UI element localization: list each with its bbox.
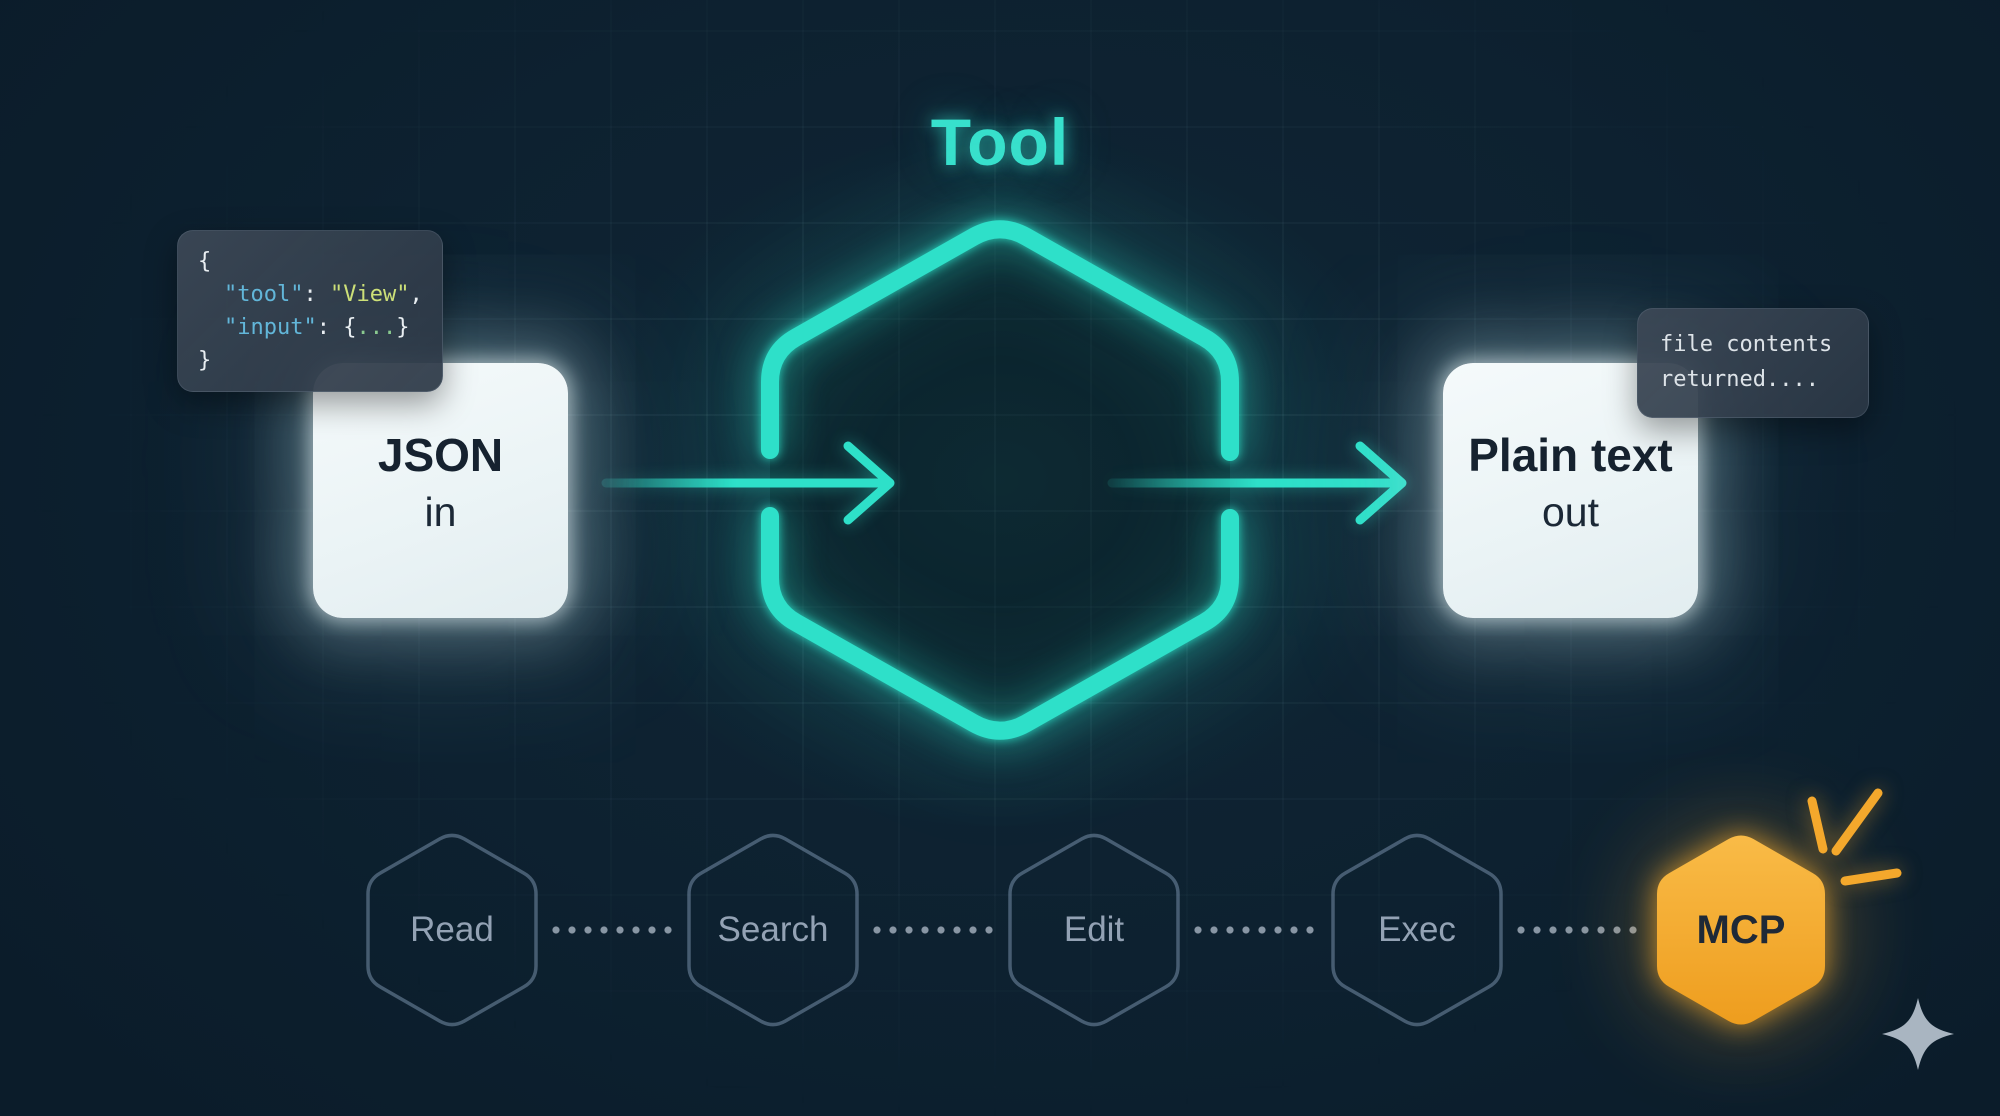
pipeline-node-mcp-label: MCP — [1696, 907, 1786, 952]
code-line-4: } — [198, 348, 212, 373]
pipeline-node-search-label: Search — [717, 910, 829, 949]
pipeline-node-read: Read — [356, 828, 548, 1032]
tool-call-code-tooltip: { "tool": "View", "input": {...} } — [177, 230, 443, 392]
tool-result-tooltip: file contents returned.... — [1637, 308, 1869, 418]
pipeline-node-edit: Edit — [998, 828, 1190, 1032]
output-arrow — [1107, 441, 1407, 525]
json-in-card-title: JSON — [377, 429, 504, 482]
pipeline-node-exec-label: Exec — [1378, 910, 1456, 949]
tool-hexagon-interior — [770, 229, 1230, 731]
diagram-title: Tool — [930, 105, 1070, 179]
code-line-3: "input": {...} — [224, 315, 410, 340]
code-line-1: { — [198, 249, 212, 274]
json-in-card-subtitle: in — [424, 488, 457, 535]
pipeline-connector-1 — [548, 926, 678, 934]
result-line-1: file contents — [1660, 332, 1833, 357]
pipeline-node-exec: Exec — [1321, 828, 1513, 1032]
code-line-2: "tool": "View", — [224, 282, 423, 307]
pipeline-connector-2 — [869, 926, 999, 934]
mcp-burst-icon — [1807, 788, 1902, 886]
pipeline-node-edit-label: Edit — [1063, 910, 1125, 949]
pipeline-node-mcp: MCP — [1645, 828, 1837, 1032]
pipeline-connector-3 — [1190, 926, 1322, 934]
pipeline-node-read-label: Read — [410, 910, 494, 949]
pipeline-connector-4 — [1513, 926, 1645, 934]
result-line-2: returned.... — [1660, 367, 1819, 392]
plain-text-out-card-title: Plain text — [1468, 429, 1673, 482]
json-in-card: JSON in — [313, 363, 568, 618]
plain-text-out-card-subtitle: out — [1542, 488, 1599, 535]
tool-hexagon — [761, 220, 1239, 740]
pipeline-node-search: Search — [677, 828, 869, 1032]
input-arrow — [601, 441, 895, 525]
sparkle-icon — [1882, 998, 1954, 1070]
